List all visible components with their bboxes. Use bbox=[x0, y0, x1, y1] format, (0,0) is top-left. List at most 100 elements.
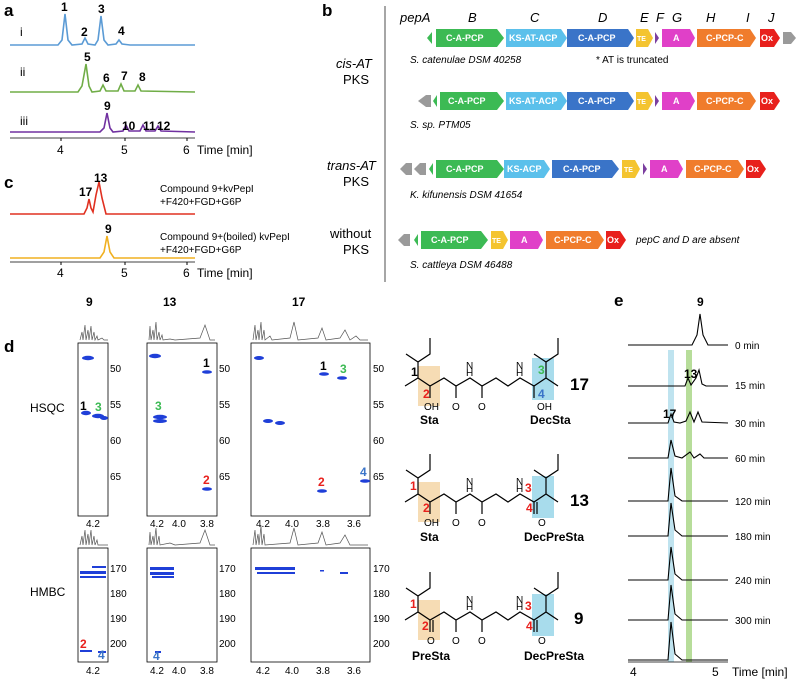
svg-text:4.2: 4.2 bbox=[150, 519, 164, 530]
svg-text:O: O bbox=[452, 518, 460, 529]
svg-text:60: 60 bbox=[219, 436, 231, 447]
trace-c-bottom bbox=[10, 235, 195, 259]
gene-H bbox=[546, 231, 604, 249]
gene-letter: I bbox=[746, 10, 750, 25]
svg-text:4.2: 4.2 bbox=[86, 666, 100, 677]
svg-text:170: 170 bbox=[373, 564, 390, 575]
legend-bottom-1: Compound 9+(boiled) kvPepI bbox=[160, 232, 290, 243]
peak-12: 12 bbox=[157, 119, 171, 133]
dec-band bbox=[532, 358, 554, 400]
gene-J bbox=[746, 160, 766, 178]
hmbc-peak-label: 2 bbox=[80, 637, 87, 651]
svg-text:Sta: Sta bbox=[420, 530, 439, 544]
gene-G bbox=[662, 29, 695, 47]
gene-H bbox=[697, 29, 756, 47]
e-peak-17: 17 bbox=[663, 407, 677, 421]
svg-text:O: O bbox=[478, 636, 486, 647]
svg-text:O: O bbox=[478, 518, 486, 529]
svg-text:200: 200 bbox=[373, 639, 390, 650]
domain-label: Ox bbox=[607, 235, 619, 245]
svg-text:4.2: 4.2 bbox=[150, 666, 164, 677]
domain-label: C-A-PCP bbox=[431, 235, 469, 245]
row-label-hmbc: HMBC bbox=[30, 585, 66, 599]
svg-text:O: O bbox=[538, 518, 546, 529]
gene-flank bbox=[783, 32, 796, 44]
gene-flank bbox=[400, 163, 412, 175]
gene-E bbox=[491, 231, 508, 249]
gene-letter: G bbox=[672, 10, 682, 25]
gene-J bbox=[606, 231, 626, 249]
gene-F bbox=[643, 163, 647, 175]
gene-H bbox=[686, 160, 744, 178]
gene-C bbox=[506, 29, 567, 47]
hsqc-peak-label: 2 bbox=[318, 475, 325, 489]
e-tick-5: 5 bbox=[712, 665, 719, 679]
cluster-note: * AT is truncated bbox=[596, 55, 668, 66]
svg-text:300 min: 300 min bbox=[735, 616, 771, 627]
svg-text:DecSta: DecSta bbox=[530, 413, 571, 427]
gene-B bbox=[421, 231, 488, 249]
hmbc-peak-label: 4 bbox=[98, 648, 105, 662]
projection-bottom bbox=[79, 525, 368, 546]
hmbc-9-box bbox=[77, 547, 109, 663]
row-label-hsqc: HSQC bbox=[30, 401, 65, 415]
svg-text:190: 190 bbox=[373, 614, 390, 625]
peak-4: 4 bbox=[118, 24, 125, 38]
peak-5: 5 bbox=[84, 50, 91, 64]
gene-C bbox=[504, 160, 550, 178]
col-label-13: 13 bbox=[163, 295, 177, 309]
svg-text:O: O bbox=[427, 636, 435, 647]
svg-text:4.0: 4.0 bbox=[285, 666, 299, 677]
hsqc-peak-label: 3 bbox=[340, 362, 347, 376]
organism-label: S. cattleya DSM 46488 bbox=[410, 260, 513, 271]
e-peak-9: 9 bbox=[697, 295, 704, 309]
svg-text:OH: OH bbox=[424, 518, 439, 529]
svg-text:H: H bbox=[516, 484, 523, 495]
svg-text:O: O bbox=[478, 402, 486, 413]
peak-9: 9 bbox=[104, 99, 111, 113]
panel-b-gene-letters: pepA B C D E F G H I J bbox=[399, 10, 775, 25]
e-x-label: Time [min] bbox=[732, 665, 788, 679]
gene-letter: F bbox=[656, 10, 665, 25]
svg-text:H: H bbox=[466, 602, 473, 613]
gene-flank bbox=[398, 234, 410, 246]
col-label-17: 17 bbox=[292, 295, 306, 309]
legend-top-2: +F420+FGD+G6P bbox=[160, 197, 242, 208]
svg-text:3: 3 bbox=[538, 363, 545, 377]
hsqc-9-box bbox=[77, 342, 109, 517]
domain-label: C-PCP-C bbox=[554, 235, 592, 245]
trace-ii bbox=[10, 63, 196, 93]
gene-F bbox=[655, 95, 659, 107]
trace-iii bbox=[10, 112, 196, 133]
panel-a-tick-4: 4 bbox=[57, 143, 64, 157]
gene-C bbox=[506, 92, 567, 110]
panel-b-group-labels: cis-AT PKS trans-AT PKS without PKS bbox=[327, 56, 377, 257]
peak-6: 6 bbox=[103, 71, 110, 85]
organism-label: S. catenulae DSM 40258 bbox=[410, 55, 522, 66]
panel-c-tick-6: 6 bbox=[183, 266, 190, 280]
svg-text:H: H bbox=[516, 602, 523, 613]
e-traces bbox=[628, 313, 729, 661]
svg-text:17: 17 bbox=[570, 375, 589, 394]
panel-a-tick-5: 5 bbox=[121, 143, 128, 157]
e-time-labels: 0 min 15 min 30 min 60 min 120 min 180 m… bbox=[735, 341, 771, 627]
svg-text:170: 170 bbox=[219, 564, 236, 575]
peak-8: 8 bbox=[139, 70, 146, 84]
svg-text:240 min: 240 min bbox=[735, 576, 771, 587]
cluster-note: pepC and D are absent bbox=[635, 235, 741, 246]
svg-text:13: 13 bbox=[570, 491, 589, 510]
domain-label: A bbox=[673, 33, 680, 43]
domain-label: C-PCP-C bbox=[706, 96, 744, 106]
svg-text:200: 200 bbox=[110, 639, 127, 650]
projection-top bbox=[79, 321, 368, 342]
organism-label: S. sp. PTM05 bbox=[410, 120, 471, 131]
peak-1: 1 bbox=[61, 0, 68, 14]
svg-text:200: 200 bbox=[219, 639, 236, 650]
gene-flank bbox=[414, 163, 426, 175]
svg-text:50: 50 bbox=[373, 364, 385, 375]
gene-D bbox=[567, 29, 634, 47]
domain-label: C-A-PCP bbox=[563, 164, 601, 174]
panel-label-a: a bbox=[4, 1, 14, 20]
gene-G bbox=[510, 231, 543, 249]
